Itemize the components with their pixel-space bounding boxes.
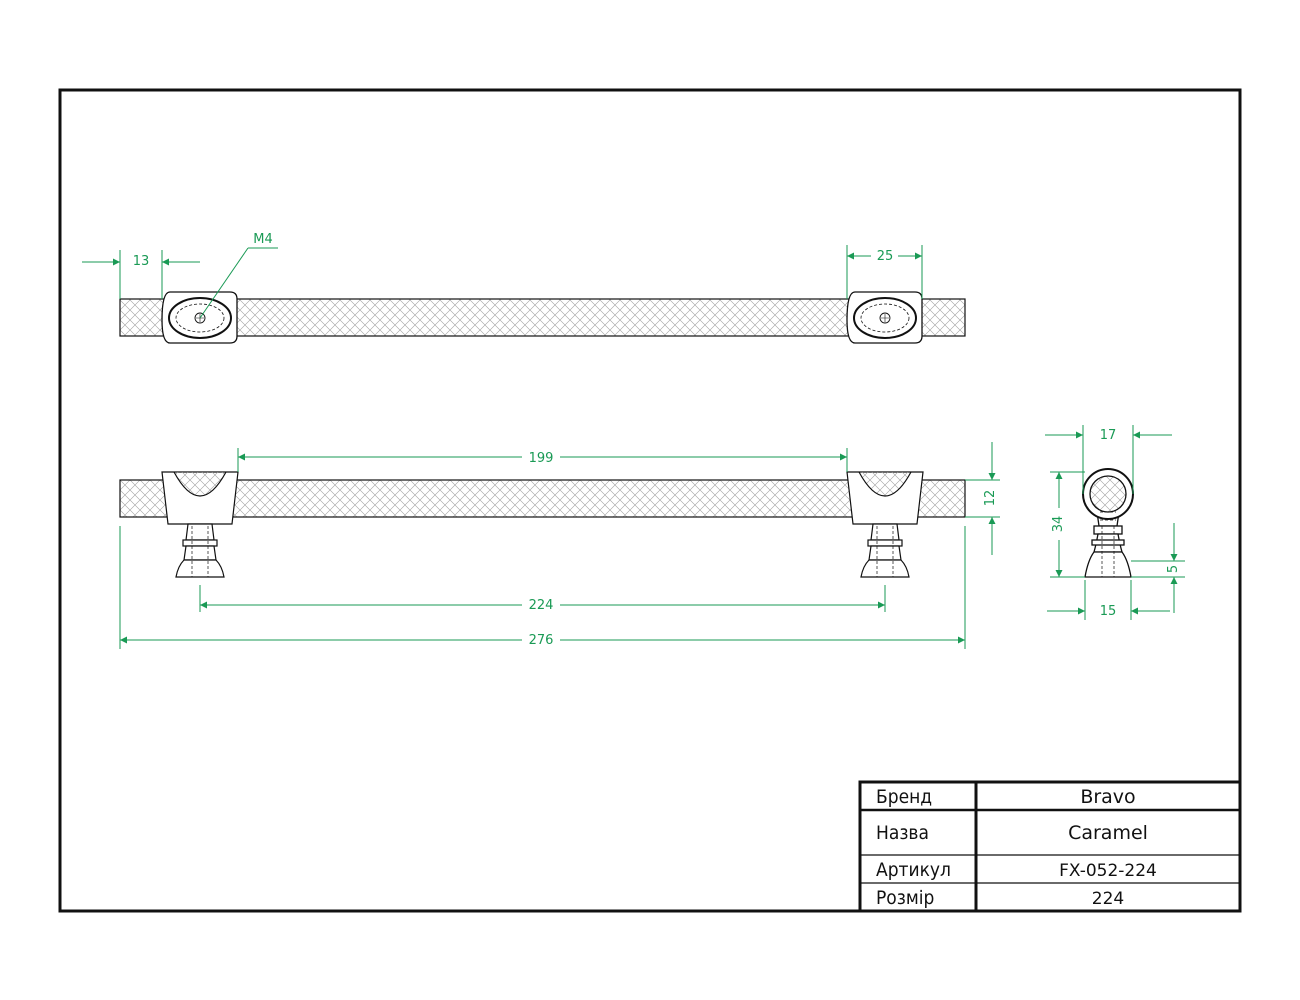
brand-value: Bravo (1080, 786, 1135, 808)
front-view-leg-left (161, 471, 239, 578)
article-value: FX-052-224 (1059, 861, 1157, 881)
dimension-15 (1047, 580, 1170, 620)
screw-hole-icon (194, 312, 206, 324)
front-view-bar (119, 479, 966, 518)
dimension-label: 15 (1100, 604, 1117, 619)
dimension-13 (82, 250, 200, 299)
front-view-leg-right (846, 471, 924, 578)
title-block: Бренд Bravo Назва Caramel Артикул FX-052… (858, 780, 1242, 913)
dimension-17 (1045, 425, 1172, 494)
dimension-34 (1050, 471, 1085, 578)
dimension-label: 17 (1100, 428, 1117, 443)
top-view-bar (119, 298, 966, 337)
dimension-199 (237, 448, 848, 472)
dimension-label: 12 (983, 490, 998, 507)
top-view: 13 M4 25 (82, 232, 966, 344)
dimension-224 (199, 585, 886, 612)
drawing-frame (58, 88, 1242, 913)
dimension-276 (119, 526, 966, 649)
size-value: 224 (1092, 889, 1124, 909)
dimension-label: 224 (529, 598, 554, 613)
side-view-ring-inner (1089, 475, 1127, 513)
dimension-label: 276 (529, 633, 554, 648)
size-label: Розмір (876, 887, 934, 909)
dimension-12 (965, 442, 1000, 555)
side-view: 17 34 5 15 (1045, 425, 1185, 620)
dimension-label: 5 (1166, 565, 1181, 573)
screw-hole-icon (879, 312, 891, 324)
name-label: Назва (876, 822, 929, 844)
dimension-label: 199 (529, 451, 554, 466)
thread-label: M4 (253, 232, 273, 247)
dimension-label: 34 (1051, 516, 1066, 533)
leader-m4 (199, 247, 278, 319)
dimension-label: 25 (877, 249, 894, 264)
dimension-label: 13 (133, 254, 150, 269)
dimension-5 (1131, 523, 1185, 613)
front-view: 199 12 224 276 (119, 442, 1000, 649)
top-view-mount-left (161, 291, 238, 344)
name-value: Caramel (1068, 822, 1148, 844)
brand-label: Бренд (876, 786, 932, 808)
top-view-mount-right (846, 291, 923, 344)
article-label: Артикул (876, 859, 951, 881)
dimension-25 (846, 245, 923, 299)
